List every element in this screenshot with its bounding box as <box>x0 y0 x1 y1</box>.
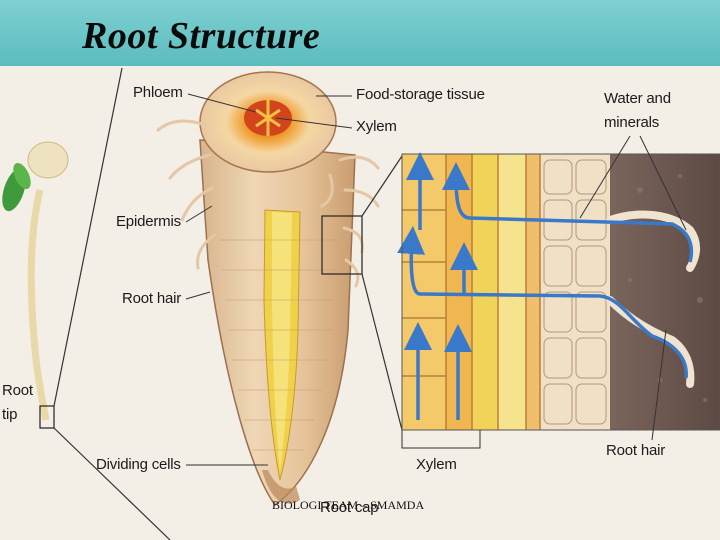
slide-title: Root Structure <box>82 15 321 57</box>
zoom-lines-right <box>361 155 403 431</box>
seedling <box>2 141 69 429</box>
label-xylem-bottom: Xylem <box>416 456 457 473</box>
label-phloem: Phloem <box>133 84 183 101</box>
label-root-tip-line2: tip <box>2 406 18 423</box>
label-water-and: Water and <box>604 90 671 107</box>
label-epidermis: Epidermis <box>116 213 181 230</box>
title-bar <box>0 0 720 66</box>
label-minerals: minerals <box>604 114 660 131</box>
label-dividing-cells: Dividing cells <box>96 456 181 473</box>
root-section <box>156 71 380 507</box>
detail-panel <box>397 152 720 431</box>
label-root-hair-left: Root hair <box>122 290 182 307</box>
root-structure-diagram <box>2 67 720 540</box>
footer-credit: BIOLOGI TEAM – SMAMDA <box>272 498 425 512</box>
label-root-hair-right: Root hair <box>606 442 666 459</box>
label-root-tip-line1: Root <box>2 382 33 399</box>
label-food-storage-tissue: Food-storage tissue <box>356 86 485 103</box>
label-xylem-top: Xylem <box>356 118 397 135</box>
zoom-lines-left <box>53 67 171 540</box>
leader-lines <box>185 93 687 466</box>
label-root-cap: Root cap <box>320 499 379 516</box>
